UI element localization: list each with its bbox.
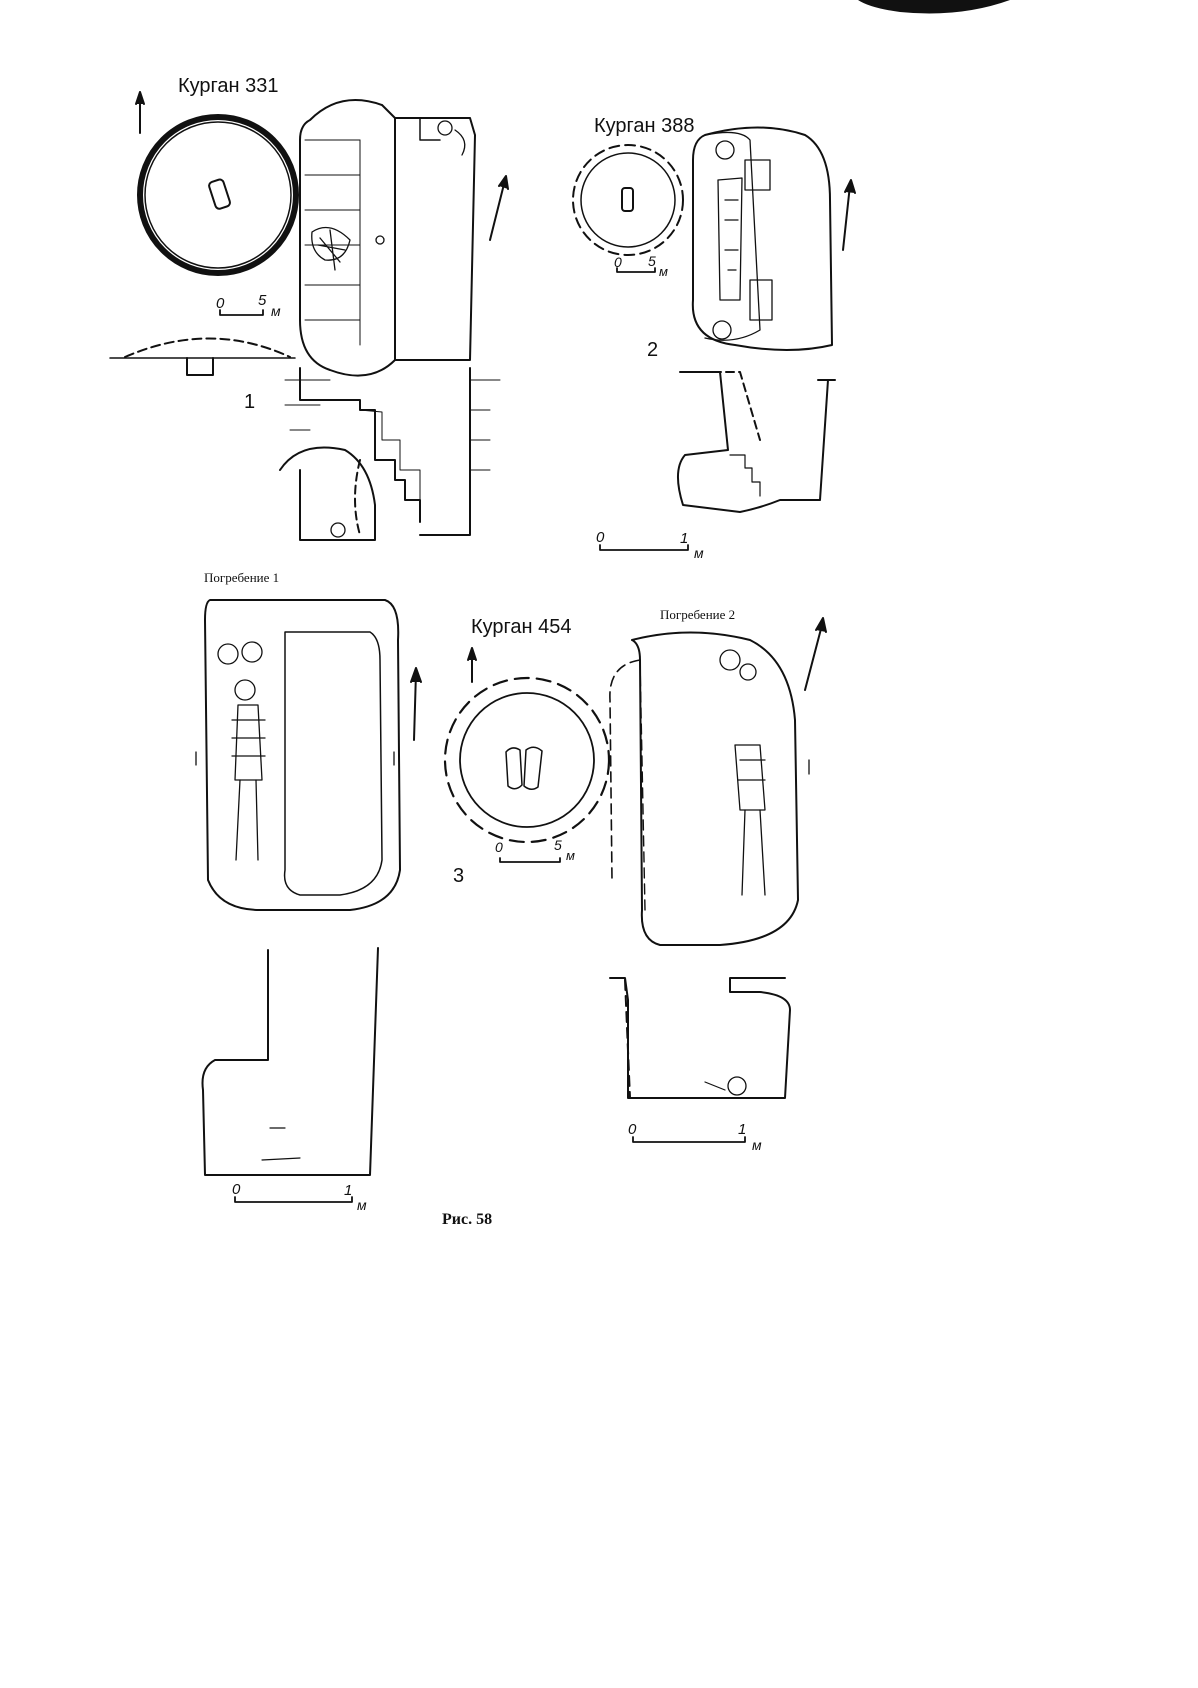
scale-3a-zero: 0 bbox=[495, 840, 503, 854]
panel-number-3: 3 bbox=[453, 866, 464, 886]
kurgan-331-mound-plan bbox=[140, 117, 296, 273]
panel-number-1: 1 bbox=[244, 392, 255, 412]
vessel-icon bbox=[438, 121, 465, 155]
kurgan-331-title: Курган 331 bbox=[178, 76, 279, 96]
scale-2b-value: 1 bbox=[680, 531, 688, 546]
scale-3c-unit: м bbox=[752, 1138, 762, 1152]
scale-1-unit: м bbox=[271, 304, 281, 318]
scale-3a-value: 5 bbox=[554, 838, 562, 852]
scale-bar-2b bbox=[600, 545, 688, 550]
scale-1-value: 5 bbox=[258, 293, 266, 308]
scale-3b-unit: м bbox=[357, 1198, 367, 1212]
panel-1 bbox=[110, 92, 508, 540]
scale-bar-3b bbox=[235, 1197, 352, 1202]
panel-3 bbox=[196, 600, 826, 1202]
scale-2a-zero: 0 bbox=[614, 255, 622, 269]
kurgan-388-pit bbox=[622, 188, 633, 211]
skeleton-icon bbox=[720, 650, 765, 895]
scale-bar-3c bbox=[633, 1137, 745, 1142]
scale-3b-zero: 0 bbox=[232, 1182, 240, 1197]
kurgan-454-mound-plan bbox=[445, 678, 609, 842]
skeleton-icon bbox=[312, 228, 384, 271]
kurgan-331-section bbox=[300, 368, 420, 522]
kurgan-331-pit bbox=[208, 179, 231, 210]
kurgan-388-mound-plan bbox=[573, 145, 683, 255]
kurgan-388-section bbox=[678, 372, 828, 512]
scale-3c-value: 1 bbox=[738, 1122, 746, 1137]
scale-3a-unit: м bbox=[566, 849, 575, 862]
kurgan-388-tomb-plan bbox=[693, 128, 832, 351]
panel-2 bbox=[573, 128, 855, 551]
scale-3c-zero: 0 bbox=[628, 1122, 636, 1137]
scale-2a-unit: м bbox=[659, 265, 668, 278]
panel-number-2: 2 bbox=[647, 340, 658, 360]
scale-2b-zero: 0 bbox=[596, 530, 604, 545]
scale-2b-unit: м bbox=[694, 546, 704, 560]
scale-2a-value: 5 bbox=[648, 254, 656, 268]
burial-1-label: Погребение 1 bbox=[204, 571, 279, 584]
burial-2-label: Погребение 2 bbox=[660, 608, 735, 621]
scale-bar-1 bbox=[220, 310, 263, 315]
page-edge-shadow bbox=[858, 0, 1010, 14]
skeleton-icon bbox=[218, 642, 265, 860]
kurgan-388-title: Курган 388 bbox=[594, 116, 695, 136]
kurgan-454-pits bbox=[506, 747, 542, 789]
figure-caption: Рис. 58 bbox=[442, 1212, 492, 1228]
scale-3b-value: 1 bbox=[344, 1183, 352, 1198]
scale-bar-3a bbox=[500, 858, 560, 862]
skeleton-icon bbox=[713, 141, 742, 339]
burial-1-section bbox=[203, 948, 379, 1175]
burial-2-section bbox=[610, 978, 790, 1098]
scale-1-zero: 0 bbox=[216, 296, 224, 311]
kurgan-454-title: Курган 454 bbox=[471, 617, 572, 637]
burial-2-plan bbox=[632, 633, 798, 946]
